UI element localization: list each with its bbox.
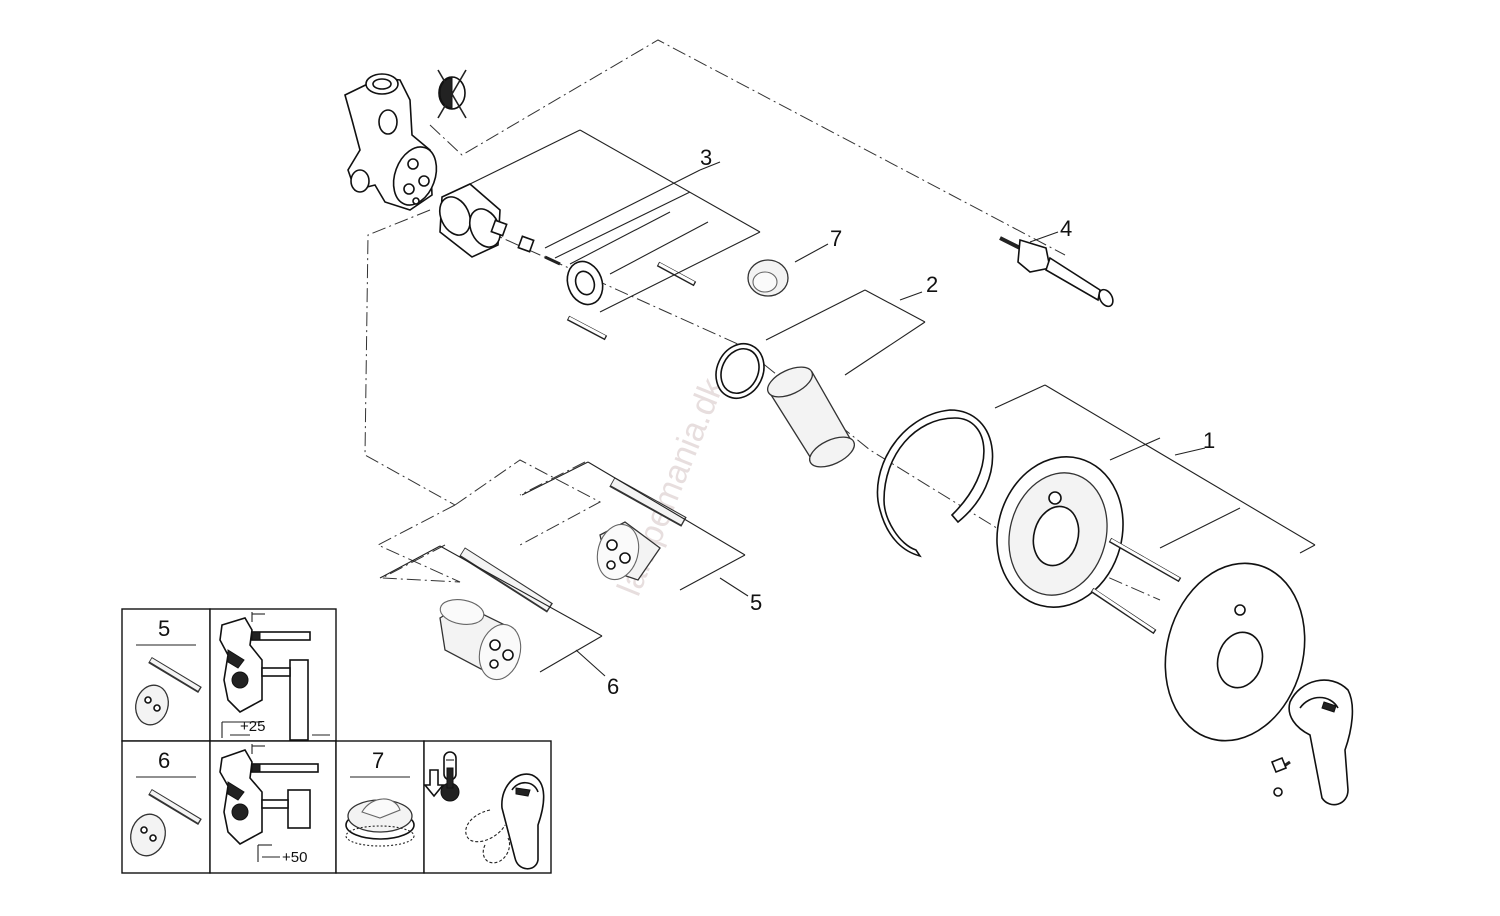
o-ring <box>715 343 765 399</box>
inset-label-7: 7 <box>372 748 384 773</box>
arrow-down-icon <box>423 769 445 798</box>
leader-lines-3 <box>469 129 761 313</box>
screw-long-lower <box>566 315 608 341</box>
inset-lever-usage <box>465 773 545 870</box>
lever-handle <box>1288 679 1354 806</box>
thermometer-icon <box>440 751 460 802</box>
callout-1: 1 <box>1203 428 1215 453</box>
inset-valve-5 <box>219 612 330 741</box>
callout-7: 7 <box>830 226 842 251</box>
callout-2: 2 <box>926 272 938 297</box>
cap-part-7 <box>747 259 789 297</box>
inset-label-5: 5 <box>158 616 170 641</box>
inset-dimension-6: +50 <box>282 849 307 866</box>
mounting-plate <box>996 456 1124 608</box>
callout-3: 3 <box>700 145 712 170</box>
installation-inset: 5 +25 6 <box>121 608 552 874</box>
inset-cartridge-5 <box>135 656 202 726</box>
sleeve-part-2 <box>767 366 855 468</box>
leader-line-7 <box>794 243 829 263</box>
plate-screws <box>1090 537 1182 635</box>
escutcheon-plate <box>1164 562 1306 742</box>
callout-6: 6 <box>607 674 619 699</box>
leader-lines-1 <box>994 384 1316 554</box>
inset-cap-7 <box>345 798 415 847</box>
cartridge-part-6 <box>439 547 553 681</box>
valve-body <box>344 73 438 211</box>
no-stop-valve-icon <box>437 69 467 119</box>
inset-valve-6 <box>219 744 319 862</box>
clip-ring <box>876 409 994 558</box>
inset-label-6: 6 <box>158 748 170 773</box>
callout-5: 5 <box>750 590 762 615</box>
spindle-part-4 <box>999 236 1114 308</box>
leader-line-4 <box>1029 231 1059 243</box>
callout-4: 4 <box>1060 216 1072 241</box>
inset-dimension-5: +25 <box>240 718 265 735</box>
handle-screw <box>1270 756 1291 797</box>
cartridge-part-5 <box>596 477 687 581</box>
inset-cartridge-6 <box>130 788 202 857</box>
leader-lines-5 <box>521 461 749 597</box>
leader-lines-2 <box>765 289 926 376</box>
inset-cell-5-parts <box>121 608 211 742</box>
leader-lines-6 <box>379 545 606 677</box>
cartridge-part-3 <box>438 183 604 306</box>
